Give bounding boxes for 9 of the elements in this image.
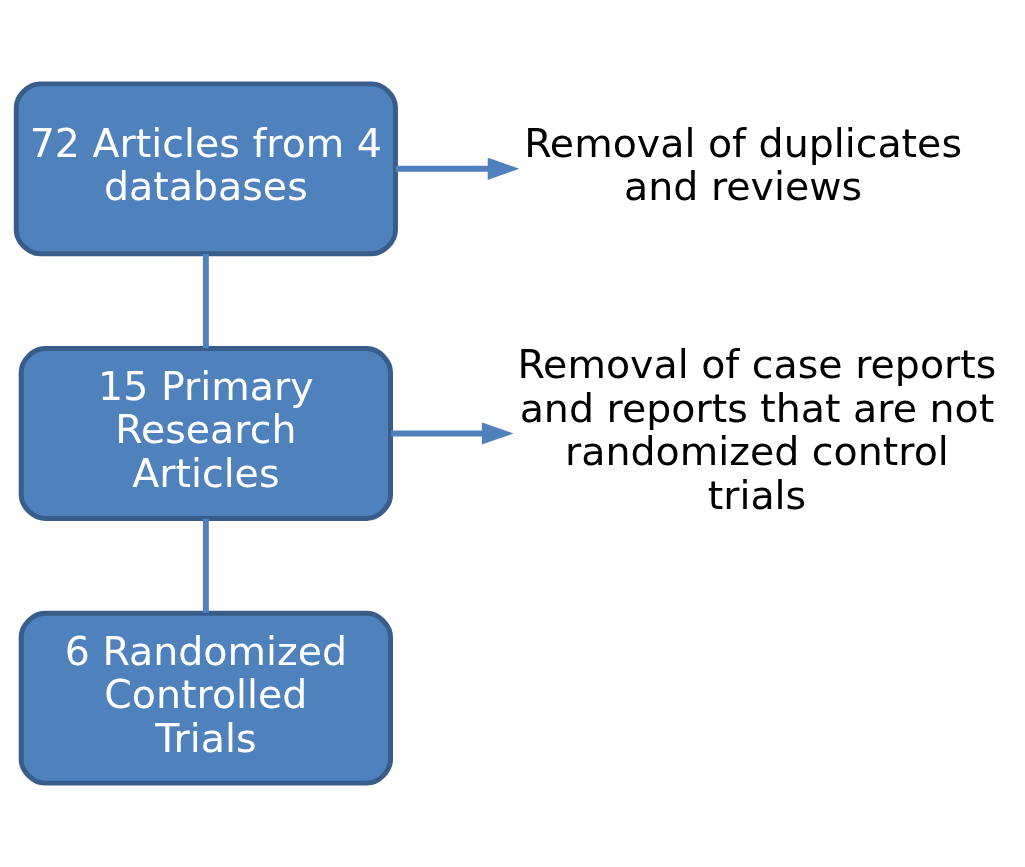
node-box: 6 Randomized Controlled Trials <box>18 610 393 786</box>
arrow <box>391 422 514 445</box>
node-text: Removal of case reports and reports that are not randomized control trials <box>517 341 997 518</box>
node-box: 72 Articles from 4 databases <box>13 81 398 257</box>
arrow <box>395 157 520 180</box>
connector <box>202 518 209 613</box>
node-box: 15 Primary Research Articles <box>18 346 393 521</box>
connector <box>202 254 209 349</box>
node-text: Removal of duplicates and reviews <box>524 119 962 210</box>
